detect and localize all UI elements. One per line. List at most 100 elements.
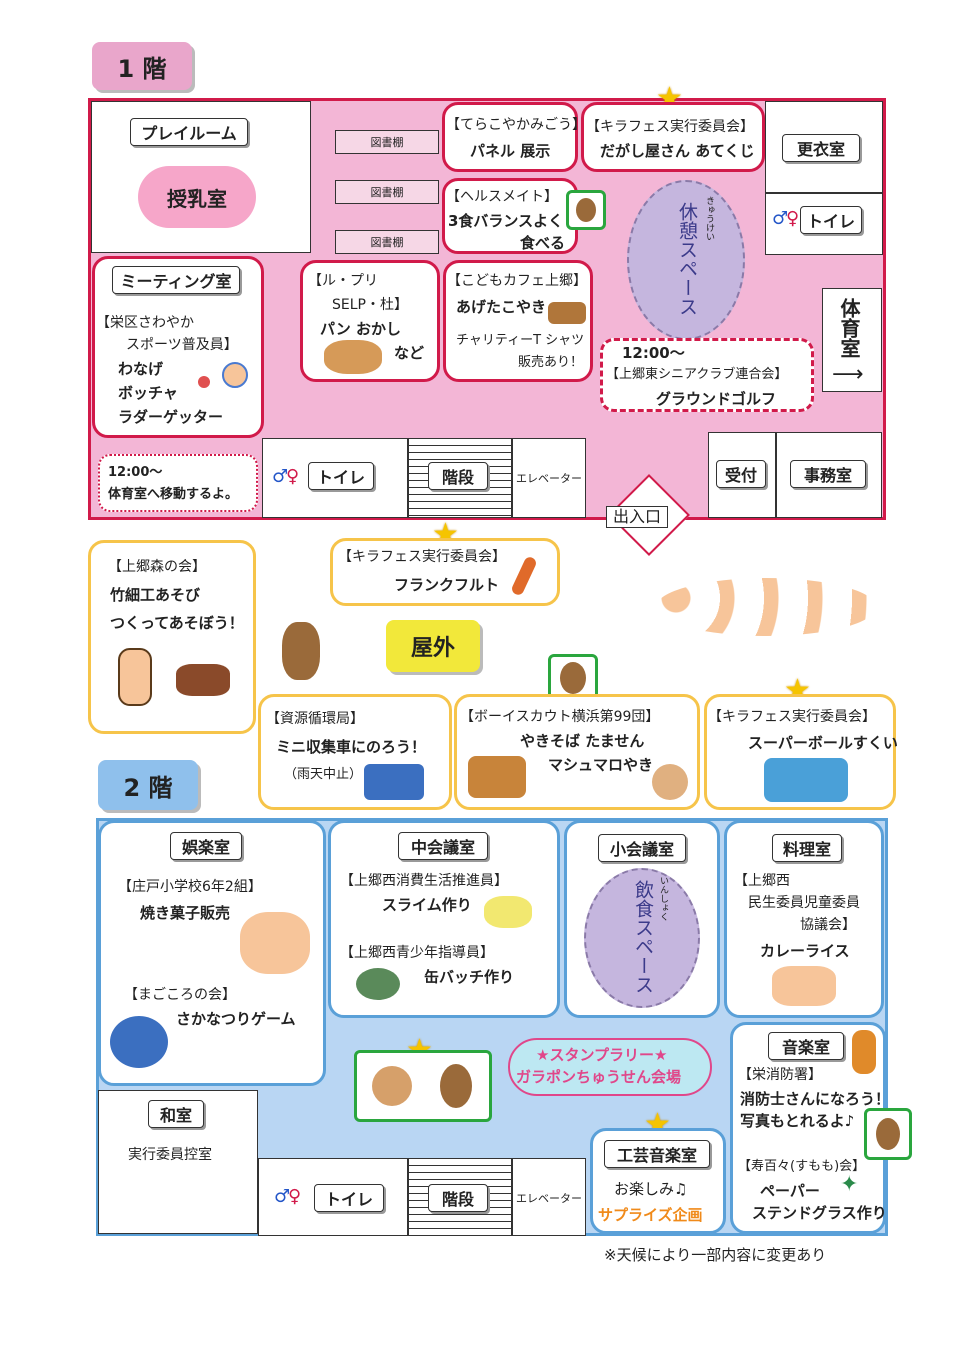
meeting-label: ミーティング室	[112, 266, 240, 294]
terakoya-card	[442, 102, 578, 172]
kogei-label: 工芸音楽室	[604, 1140, 710, 1168]
gym-door	[822, 288, 882, 392]
kirafes-candy-org: 【キラフェス実行委員会】	[586, 119, 754, 135]
scout-org: 【ボーイスカウト横浜第99団】	[460, 709, 660, 725]
washitsu-label: 和室	[148, 1100, 204, 1128]
mascot-icon	[440, 1064, 472, 1108]
elevator-label: エレベーター	[516, 472, 582, 485]
health-org: 【ヘルスメイト】	[446, 189, 558, 205]
elevator-label: エレベーター	[516, 1192, 582, 1205]
sumomo-org: 【寿百々(すもも)会】	[738, 1159, 866, 1174]
man-icon: ♂	[274, 1186, 291, 1207]
mascot-icon	[576, 198, 596, 222]
seishonen-item: 缶バッチ作り	[424, 968, 515, 986]
eat-ruby: いんしょく	[658, 876, 668, 921]
golf-item: グラウンドゴルフ	[656, 390, 777, 408]
rest-label: 休憩スペース	[676, 202, 698, 316]
terakoya-item: パネル 展示	[470, 142, 551, 160]
eating-space	[584, 868, 700, 1008]
cafe-note2: 販売あり！	[518, 355, 584, 370]
bookshelf: 図書棚	[335, 230, 439, 254]
rest-space	[627, 180, 745, 340]
shohi-item: スライム作り	[382, 896, 472, 914]
floor1-tab: 1 階	[92, 42, 192, 90]
bookshelf: 図書棚	[335, 130, 439, 154]
woman-icon: ♀	[786, 208, 800, 229]
shokaigi-label: 小会議室	[598, 834, 686, 862]
cafe-note1: チャリティーT シャツ	[456, 333, 585, 348]
magokoro-org: 【まごころの会】	[124, 987, 236, 1003]
minsei-org1: 【上郷西	[734, 873, 790, 889]
children-icon	[656, 578, 876, 636]
shodo-org: 【庄戸小学校6年2組】	[118, 879, 262, 895]
ongaku-label: 音楽室	[768, 1032, 844, 1060]
chukaigi-label: 中会議室	[398, 832, 488, 860]
man-icon: ♂	[772, 208, 789, 229]
boy-icon	[118, 648, 152, 706]
stairs-label: 階段	[428, 1184, 488, 1212]
kirafes-ball-org: 【キラフェス実行委員会】	[708, 709, 876, 725]
kirafes-frank-item: フランクフルト	[394, 576, 500, 594]
sumomo-item1: ペーパー	[760, 1182, 820, 1200]
badge-icon	[356, 968, 400, 1000]
stamp-rally-venue: ガラポンちゅうせん会場	[516, 1068, 682, 1086]
mascot-icon	[282, 622, 320, 680]
toilet-label: トイレ	[800, 206, 862, 234]
golf-org: 【上郷東シニアクラブ連合会】	[606, 367, 788, 382]
lupri-org2: SELP・杜】	[332, 297, 408, 313]
mascot-icon	[560, 662, 586, 694]
superball-pool-icon	[764, 758, 848, 802]
move-note-card	[98, 454, 258, 512]
cafe-item: あげたこやき	[456, 298, 547, 316]
kirafes-candy-item: だがし屋さん あてくじ	[600, 142, 755, 160]
toilet-label: トイレ	[314, 1184, 384, 1212]
bookshelf: 図書棚	[335, 180, 439, 204]
lupri-item2: など	[394, 344, 425, 362]
reception-label: 受付	[716, 460, 766, 488]
magokoro-item: さかなつりゲーム	[176, 1010, 296, 1028]
stamp-rally-banner	[508, 1038, 712, 1096]
lupri-item1: パン おかし	[320, 320, 401, 338]
gym-label: 体育室	[837, 298, 861, 358]
goraku-label: 娯楽室	[170, 832, 242, 860]
firefighter-icon	[852, 1030, 876, 1074]
scout-item2: マシュマロやき	[548, 756, 654, 774]
fire-item1: 消防士さんになろう！	[740, 1090, 891, 1108]
meeting-item1: わなげ	[118, 360, 164, 378]
health-card	[442, 178, 578, 254]
floor2-tab: 2 階	[98, 760, 198, 810]
fire-org: 【栄消防署】	[738, 1067, 822, 1083]
shigen-org: 【資源循環局】	[266, 711, 364, 727]
eat-label: 飲食スペース	[632, 880, 654, 994]
slime-icon	[484, 896, 532, 928]
garapon-icon	[372, 1066, 412, 1106]
mascot-icon	[876, 1118, 900, 1150]
garbage-truck-icon	[364, 764, 424, 800]
shigen-item: ミニ収集車にのろう！	[276, 738, 427, 756]
takoyaki-icon	[548, 302, 586, 324]
toilet-label: トイレ	[308, 462, 374, 490]
bamboo-toys-icon	[176, 664, 230, 696]
mori-card	[88, 540, 256, 734]
stamp-rally-title: ★スタンプラリー★	[536, 1046, 668, 1064]
seishonen-org: 【上郷西青少年指導員】	[340, 945, 494, 961]
mori-org: 【上郷森の会】	[108, 559, 206, 575]
washitsu-note: 実行委員控室	[128, 1147, 212, 1163]
health-item2: 食べる	[520, 234, 566, 252]
stamp-point-icon	[566, 190, 606, 230]
terakoya-org: 【てらこやかみごう】	[446, 117, 586, 133]
curry-kids-icon	[772, 966, 836, 1006]
mori-item2: つくってあそぼう！	[110, 614, 244, 632]
ball-icon	[198, 376, 210, 388]
kogei-surprise: サプライズ企画	[598, 1206, 703, 1224]
kirafes-candy-card	[581, 102, 765, 172]
move-note: 体育室へ移動するよ。	[108, 487, 239, 502]
kogei-item: お楽しみ♫	[614, 1180, 688, 1198]
minsei-item: カレーライス	[760, 942, 850, 960]
meeting-item2: ボッチャ	[118, 384, 178, 402]
meeting-org2: スポーツ普及員】	[126, 337, 238, 353]
child-icon	[222, 362, 248, 388]
footer-note: ※天候により一部内容に変更あり	[604, 1246, 827, 1264]
scout-item1: やきそば たません	[520, 732, 645, 750]
shodo-item: 焼き菓子販売	[140, 904, 231, 922]
